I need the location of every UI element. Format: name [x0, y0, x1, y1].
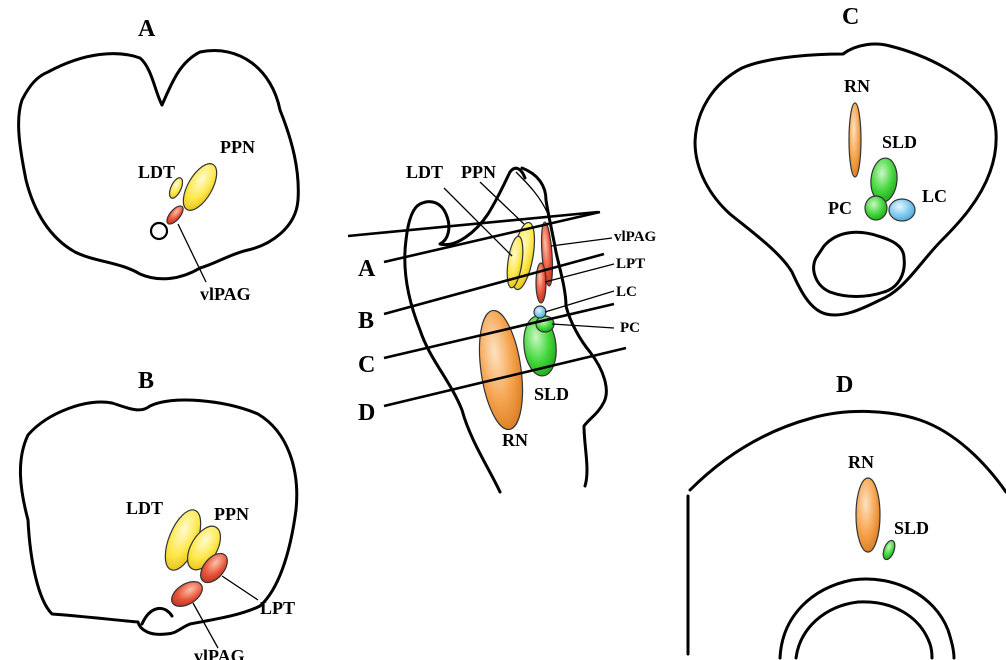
sagittal-lc-label: LC	[616, 284, 637, 300]
sagittal-ldt-label: LDT	[406, 162, 443, 182]
panel-d-outer-arch	[780, 579, 954, 658]
panel-c: C RN SLD PC LC	[695, 4, 996, 315]
panel-d: D RN SLD	[688, 372, 1006, 658]
panel-b-vlpag	[167, 577, 206, 612]
panel-a-ppn-label: PPN	[220, 137, 255, 157]
sagittal-pc-label: PC	[620, 320, 640, 336]
panel-c-fourth-ventricle	[814, 232, 905, 296]
sagittal-rn-label: RN	[502, 430, 528, 450]
sagittal-sld-label: SLD	[534, 384, 569, 404]
sagittal-vlpag-label: vlPAG	[614, 229, 657, 245]
panel-b-vlpag-label: vlPAG	[194, 646, 245, 660]
panel-b-ppn-label: PPN	[214, 504, 249, 524]
panel-a-ppn	[177, 158, 224, 215]
panel-a-vlpag	[164, 203, 186, 226]
section-label-a: A	[358, 256, 376, 282]
panel-a: A PPN LDT vlPAG	[19, 16, 299, 304]
panel-a-title: A	[138, 16, 156, 42]
panel-d-inner-arch	[796, 602, 932, 658]
panel-a-vlpag-label: vlPAG	[200, 284, 251, 304]
panel-c-pc	[865, 196, 887, 220]
panel-b-notch	[142, 608, 172, 624]
panel-c-title: C	[842, 4, 859, 30]
sagittal-inner-contour	[516, 172, 548, 214]
panel-d-rn-label: RN	[848, 452, 874, 472]
panel-d-sld	[881, 539, 897, 561]
panel-c-lc	[889, 199, 915, 221]
panel-d-title: D	[836, 372, 853, 398]
sagittal-ppn-label: PPN	[461, 162, 496, 182]
sagittal-lc-leader	[545, 291, 614, 312]
panel-c-sld-label: SLD	[882, 132, 917, 152]
sagittal-lpt-label: LPT	[616, 256, 645, 272]
section-label-d: D	[358, 400, 375, 426]
panel-b-title: B	[138, 368, 154, 394]
panel-a-ldt-label: LDT	[138, 162, 175, 182]
panel-a-aqueduct	[151, 223, 167, 239]
panel-d-sld-label: SLD	[894, 518, 929, 538]
cut-line-a-oblique	[384, 212, 600, 262]
panel-b-lpt-label: LPT	[260, 598, 295, 618]
panel-c-rn	[849, 103, 861, 177]
panel-c-lc-label: LC	[922, 186, 947, 206]
cut-line-b	[384, 254, 604, 314]
section-label-c: C	[358, 352, 375, 378]
sagittal-vlpag-leader	[551, 238, 612, 246]
panel-d-rn	[856, 478, 880, 552]
section-label-b: B	[358, 308, 374, 334]
panel-b-vlpag-leader	[193, 603, 218, 648]
panel-c-rn-label: RN	[844, 76, 870, 96]
panel-b: B PPN LDT LPT vlPAG	[20, 368, 296, 660]
sagittal-lc	[534, 306, 546, 318]
sagittal-section: LDT PPN vlPAG LPT LC PC SLD RN A B C D	[348, 162, 657, 492]
panel-b-lpt-leader	[222, 576, 258, 600]
panel-b-ldt-label: LDT	[126, 498, 163, 518]
panel-c-pc-label: PC	[828, 198, 852, 218]
sagittal-pc-leader	[552, 324, 614, 328]
